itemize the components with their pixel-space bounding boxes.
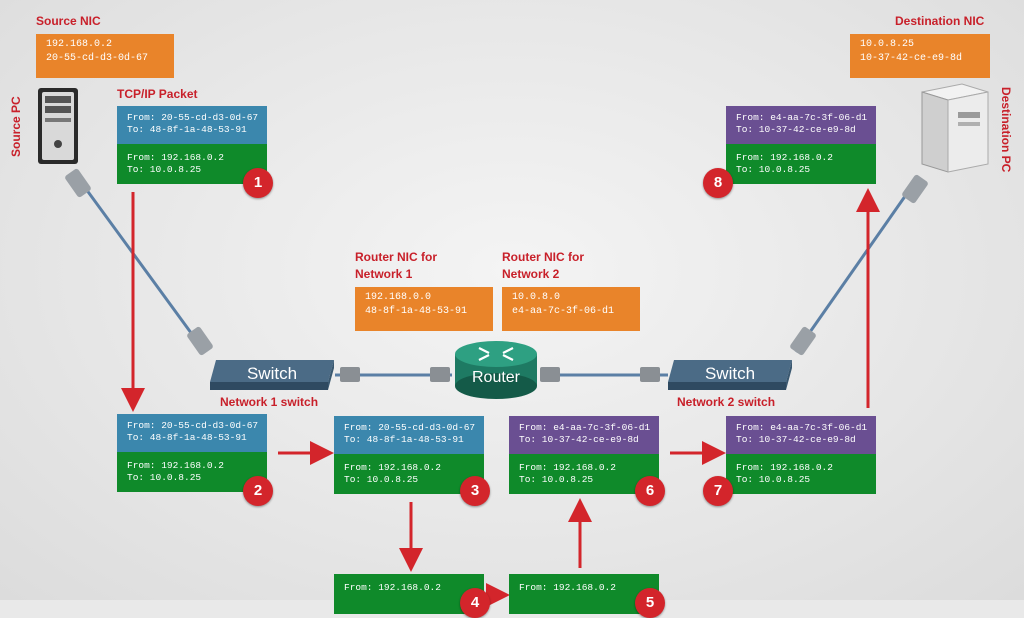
mac-to: To: 10-37-42-ce-e9-8d — [736, 434, 856, 445]
switch2-text: Switch — [704, 364, 756, 383]
step-badge: 3 — [460, 476, 490, 506]
ip-header: From: 192.168.0.2 To: 10.0.8.25 — [334, 454, 484, 494]
ip-to: To: 10.0.8.25 — [127, 164, 202, 175]
mac-to: To: 48-8f-1a-48-53-91 — [344, 434, 464, 445]
ip-header: From: 192.168.0.2 To: 10.0.8.25 — [726, 144, 876, 184]
ip-from: From: 192.168.0.2 — [344, 462, 441, 473]
mac-from: From: 20-55-cd-d3-0d-67 — [344, 422, 476, 433]
mac-header: From: e4-aa-7c-3f-06-d1 To: 10-37-42-ce-… — [726, 416, 876, 454]
source-nic-ip: 192.168.0.2 — [46, 39, 113, 50]
source-nic-box: 192.168.0.2 20-55-cd-d3-0d-67 — [36, 34, 174, 78]
router-nic1-mac: 48-8f-1a-48-53-91 — [365, 306, 468, 317]
ip-to: To: 10.0.8.25 — [127, 472, 202, 483]
ip-from: From: 192.168.0.2 — [127, 152, 224, 163]
network-switch-icon: Switch — [668, 360, 792, 390]
mac-to: To: 48-8f-1a-48-53-91 — [127, 432, 247, 443]
ip-header: From: 192.168.0.2 To: 10.0.8.25 — [117, 452, 267, 492]
router-nic1-label-line2: Network 1 — [355, 267, 413, 281]
mac-from: From: e4-aa-7c-3f-06-d1 — [519, 422, 651, 433]
network1-switch-label: Network 1 switch — [220, 395, 319, 409]
ip-from: From: 192.168.0.2 — [344, 582, 441, 593]
packet-step-1: From: 20-55-cd-d3-0d-67 To: 48-8f-1a-48-… — [117, 106, 267, 184]
router-text: Router — [471, 369, 521, 386]
tcpip-packet-label: TCP/IP Packet — [117, 87, 198, 101]
step-badge: 2 — [243, 476, 273, 506]
router-nic1-label: Router NIC for Network 1 — [355, 249, 437, 283]
packet-step-3: From: 20-55-cd-d3-0d-67 To: 48-8f-1a-48-… — [334, 416, 484, 494]
destination-cable — [790, 174, 928, 356]
mac-to: To: 48-8f-1a-48-53-91 — [127, 124, 247, 135]
router-icon: Router — [455, 340, 537, 400]
router-switch2-cable — [540, 367, 668, 382]
packet-step-7: From: e4-aa-7c-3f-06-d1 To: 10-37-42-ce-… — [726, 416, 876, 494]
ip-to: To: 10.0.8.25 — [736, 164, 811, 175]
router-nic2-label: Router NIC for Network 2 — [502, 249, 584, 283]
ip-header: From: 192.168.0.2 — [334, 574, 484, 614]
switch1-router-cable — [335, 367, 452, 382]
router-nic1-box: 192.168.0.0 48-8f-1a-48-53-91 — [355, 287, 493, 331]
mac-from: From: e4-aa-7c-3f-06-d1 — [736, 422, 868, 433]
router-nic1-ip: 192.168.0.0 — [365, 292, 432, 303]
packet-step-2: From: 20-55-cd-d3-0d-67 To: 48-8f-1a-48-… — [117, 414, 267, 492]
mac-from: From: 20-55-cd-d3-0d-67 — [127, 420, 259, 431]
step-badge: 1 — [243, 168, 273, 198]
ip-header: From: 192.168.0.2 To: 10.0.8.25 — [509, 454, 659, 494]
step-badge: 4 — [460, 588, 490, 618]
mac-from: From: 20-55-cd-d3-0d-67 — [127, 112, 259, 123]
router-nic2-ip: 10.0.8.0 — [512, 292, 561, 303]
destination-nic-ip: 10.0.8.25 — [860, 39, 915, 50]
destination-nic-label: Destination NIC — [895, 14, 985, 28]
step-badge: 6 — [635, 476, 665, 506]
ip-from: From: 192.168.0.2 — [519, 582, 616, 593]
ip-from: From: 192.168.0.2 — [736, 462, 833, 473]
mac-to: To: 10-37-42-ce-e9-8d — [736, 124, 856, 135]
router-nic2-mac: e4-aa-7c-3f-06-d1 — [512, 306, 615, 317]
source-pc-label: Source PC — [9, 96, 23, 157]
desktop-tower-icon — [36, 86, 80, 166]
ip-from: From: 192.168.0.2 — [127, 460, 224, 471]
mac-header: From: e4-aa-7c-3f-06-d1 To: 10-37-42-ce-… — [726, 106, 876, 144]
mac-to: To: 10-37-42-ce-e9-8d — [519, 434, 639, 445]
step-badge: 5 — [635, 588, 665, 618]
source-nic-mac: 20-55-cd-d3-0d-67 — [46, 53, 149, 64]
ip-header: From: 192.168.0.2 To: 10.0.8.25 — [726, 454, 876, 494]
mac-header: From: 20-55-cd-d3-0d-67 To: 48-8f-1a-48-… — [117, 414, 267, 452]
step-badge: 8 — [703, 168, 733, 198]
switch1-text: Switch — [246, 364, 298, 383]
ip-from: From: 192.168.0.2 — [736, 152, 833, 163]
destination-pc-label: Destination PC — [999, 87, 1013, 173]
router-nic2-box: 10.0.8.0 e4-aa-7c-3f-06-d1 — [502, 287, 640, 331]
mac-from: From: e4-aa-7c-3f-06-d1 — [736, 112, 868, 123]
ip-from: From: 192.168.0.2 — [519, 462, 616, 473]
destination-nic-box: 10.0.8.25 10-37-42-ce-e9-8d — [850, 34, 990, 78]
ip-header: From: 192.168.0.2 — [509, 574, 659, 614]
packet-step-8: From: e4-aa-7c-3f-06-d1 To: 10-37-42-ce-… — [726, 106, 876, 184]
mac-header: From: e4-aa-7c-3f-06-d1 To: 10-37-42-ce-… — [509, 416, 659, 454]
network-switch-icon: Switch — [210, 360, 334, 390]
ip-to: To: 10.0.8.25 — [344, 474, 419, 485]
ip-to: To: 10.0.8.25 — [736, 474, 811, 485]
destination-nic-mac: 10-37-42-ce-e9-8d — [860, 53, 963, 64]
step-badge: 7 — [703, 476, 733, 506]
network2-switch-label: Network 2 switch — [677, 395, 776, 409]
packet-step-6: From: e4-aa-7c-3f-06-d1 To: 10-37-42-ce-… — [509, 416, 659, 494]
ip-header: From: 192.168.0.2 To: 10.0.8.25 — [117, 144, 267, 184]
source-nic-label: Source NIC — [36, 14, 101, 28]
mac-header: From: 20-55-cd-d3-0d-67 To: 48-8f-1a-48-… — [117, 106, 267, 144]
router-nic2-label-line2: Network 2 — [502, 267, 560, 281]
packet-step-4: From: 192.168.0.2 — [334, 574, 484, 614]
mac-header: From: 20-55-cd-d3-0d-67 To: 48-8f-1a-48-… — [334, 416, 484, 454]
router-nic1-label-line1: Router NIC for — [355, 250, 437, 264]
connections-layer — [65, 168, 928, 607]
server-tower-icon — [918, 82, 990, 174]
ip-to: To: 10.0.8.25 — [519, 474, 594, 485]
packet-step-5: From: 192.168.0.2 — [509, 574, 659, 614]
source-cable — [65, 168, 213, 356]
router-nic2-label-line1: Router NIC for — [502, 250, 584, 264]
